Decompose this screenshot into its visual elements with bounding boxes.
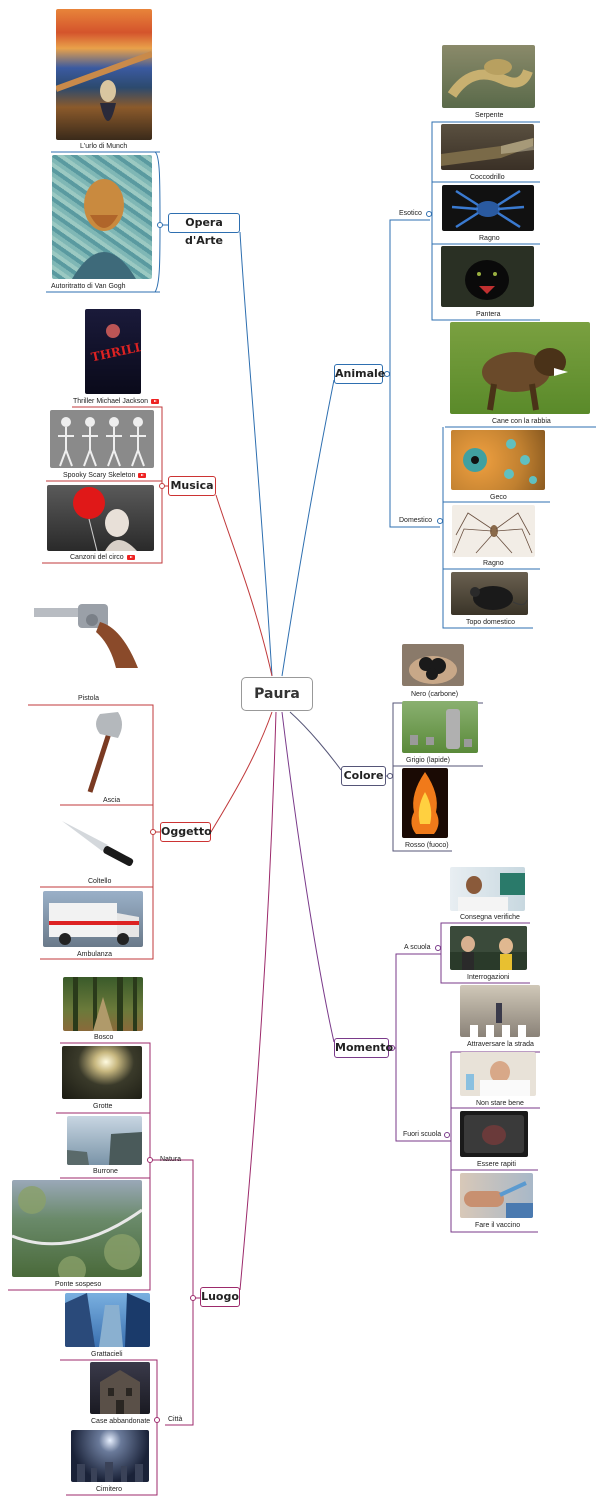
grotte-image (62, 1046, 142, 1099)
fuoco-image (402, 768, 448, 838)
caption-coccodrillo: Coccodrillo (470, 174, 505, 181)
central-topic-paura[interactable]: Paura (241, 677, 313, 711)
caption-ragno-domestico: Ragno (483, 560, 504, 567)
caption-ponte: Ponte sospeso (55, 1281, 102, 1288)
topic-momento[interactable]: Momento (334, 1038, 393, 1058)
caption-rapiti: Essere rapiti (477, 1161, 516, 1168)
carbone-image (402, 644, 464, 686)
spooky-skeleton-image (50, 410, 154, 468)
caption-thriller: Thriller Michael Jackson (73, 397, 160, 407)
subtopic-esotico[interactable]: Esotico (399, 210, 422, 217)
caption-topo: Topo domestico (466, 619, 516, 626)
interrogazioni-image (450, 926, 527, 970)
urlo-munch-image (56, 9, 152, 140)
topic-colore[interactable]: Colore (341, 766, 386, 786)
caption-cimitero: Cimitero (96, 1486, 123, 1493)
caption-interrogazioni: Interrogazioni (467, 974, 510, 981)
caption-case: Case abbandonate (91, 1418, 151, 1425)
subtopic-citta[interactable]: Città (168, 1416, 183, 1423)
grattacieli-image (65, 1293, 150, 1347)
caption-circo: Canzoni del circo (70, 553, 135, 563)
caption-ragno-esotico: Ragno (479, 235, 500, 242)
burrone-image (67, 1116, 142, 1165)
bosco-image (63, 977, 143, 1031)
svg-text:THRILLER: THRILLER (90, 336, 141, 365)
coltello-image (60, 815, 140, 867)
caption-ambulanza: Ambulanza (77, 951, 113, 958)
case-abbandonate-image (90, 1362, 150, 1414)
coccodrillo-image (441, 124, 534, 170)
caption-rosso: Rosso (fuoco) (405, 842, 449, 849)
lapide-image (402, 701, 478, 753)
subtopic-domestico[interactable]: Domestico (399, 517, 433, 524)
subtopic-natura[interactable]: Natura (160, 1156, 182, 1163)
caption-ascia: Ascia (103, 797, 121, 804)
caption-spooky: Spooky Scary Skeleton (63, 471, 147, 481)
caption-bosco: Bosco (94, 1034, 114, 1041)
caption-coltello: Coltello (88, 878, 112, 885)
caption-vaccino: Fare il vaccino (475, 1222, 521, 1229)
ragno-esotico-image (442, 185, 534, 231)
ascia-image (82, 710, 128, 794)
caption-urlo: L'urlo di Munch (80, 143, 128, 150)
verifiche-image (450, 867, 525, 911)
subtopic-fuori-scuola[interactable]: Fuori scuola (403, 1131, 442, 1138)
caption-cane: Cane con la rabbia (492, 418, 551, 425)
pennywise-image (47, 485, 154, 551)
topic-musica[interactable]: Musica (168, 476, 216, 496)
topic-opera-d-arte[interactable]: Opera d'Arte (168, 213, 240, 247)
topic-luogo[interactable]: Luogo (200, 1287, 240, 1307)
caption-verifiche: Consegna verifiche (460, 914, 520, 921)
ambulanza-image (43, 891, 143, 947)
pantera-image (441, 246, 534, 307)
van-gogh-image (52, 155, 152, 279)
strada-image (460, 985, 540, 1037)
caption-nero: Nero (carbone) (411, 691, 459, 698)
caption-serpente: Serpente (475, 112, 504, 119)
cimitero-image (71, 1430, 149, 1482)
caption-grattacieli: Grattacieli (91, 1351, 123, 1358)
caption-non-stare-bene: Non stare bene (476, 1100, 524, 1107)
caption-geco: Geco (490, 494, 507, 501)
topo-image (451, 572, 528, 615)
caption-grotte: Grotte (93, 1103, 113, 1110)
youtube-icon[interactable] (151, 398, 160, 404)
caption-pantera: Pantera (476, 311, 501, 318)
ponte-sospeso-image (12, 1180, 142, 1277)
non-stare-bene-image (460, 1052, 536, 1096)
essere-rapiti-image (460, 1111, 528, 1157)
caption-van-gogh: Autoritratto di Van Gogh (51, 283, 126, 290)
cane-image (450, 322, 590, 414)
geco-image (451, 430, 545, 490)
subtopic-a-scuola[interactable]: A scuola (404, 944, 431, 951)
caption-grigio: Grigio (lapide) (406, 757, 450, 764)
thriller-image: THRILLER (85, 309, 141, 394)
caption-burrone: Burrone (93, 1168, 118, 1175)
vaccino-image (460, 1173, 533, 1218)
youtube-icon[interactable] (126, 554, 135, 560)
youtube-icon[interactable] (138, 472, 147, 478)
caption-pistola: Pistola (78, 695, 100, 702)
topic-oggetto[interactable]: Oggetto (160, 822, 212, 842)
pistola-image (30, 598, 145, 672)
caption-strada: Attraversare la strada (467, 1041, 534, 1048)
ragno-domestico-image (452, 505, 535, 557)
serpente-image (442, 45, 535, 108)
topic-animale[interactable]: Animale (334, 364, 385, 384)
